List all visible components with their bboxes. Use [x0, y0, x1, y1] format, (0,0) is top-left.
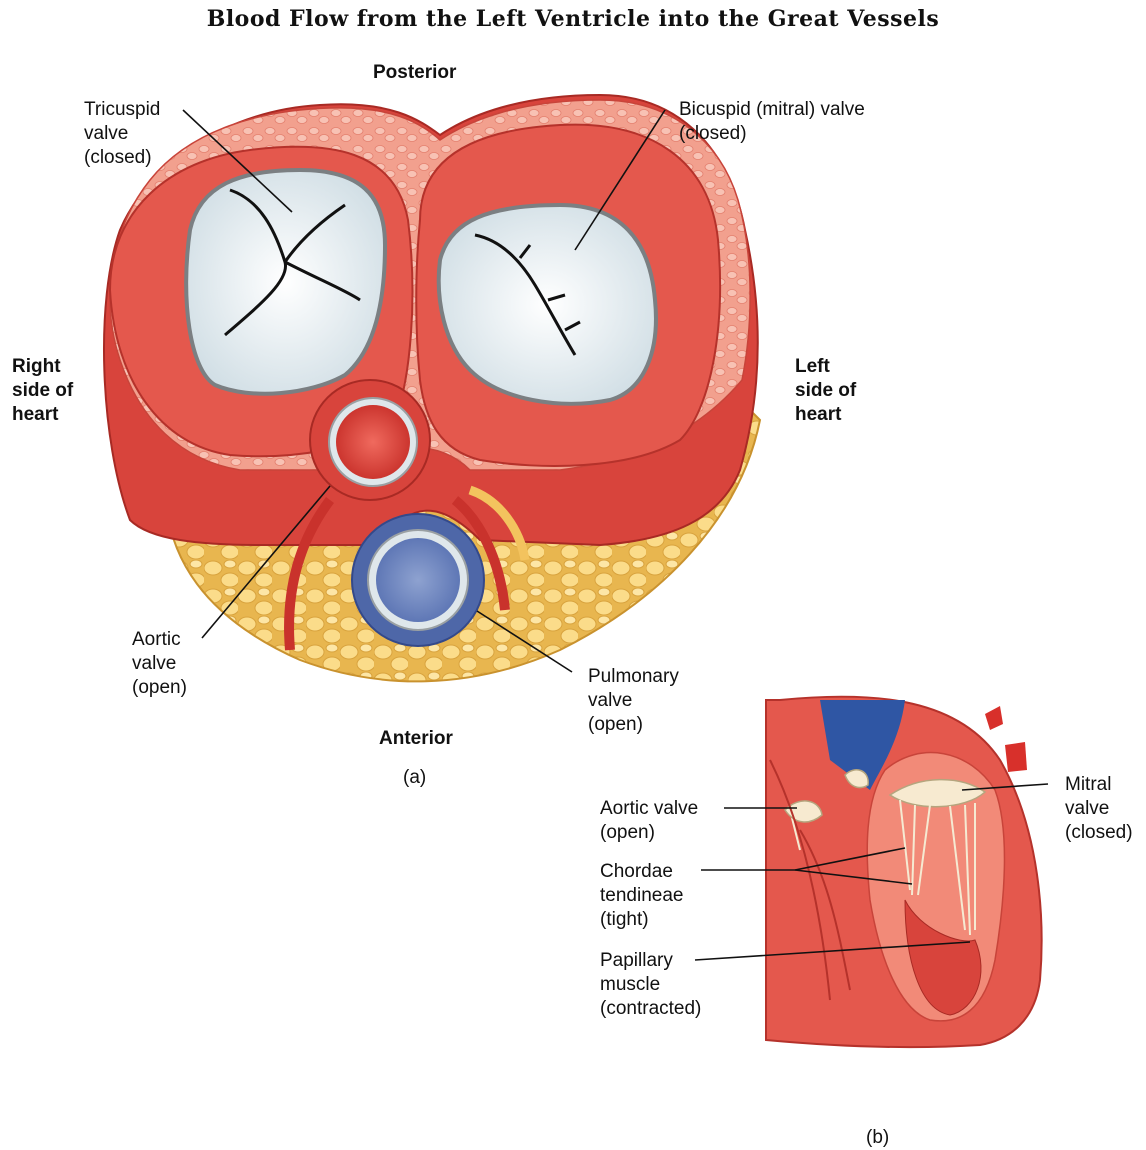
- aorta-stub-right: [1005, 742, 1027, 772]
- label-pulmonary-valve: Pulmonary valve (open): [588, 665, 679, 737]
- label-right-side: Right side of heart: [12, 355, 73, 427]
- label-posterior: Posterior: [373, 61, 456, 85]
- label-anterior: Anterior: [379, 727, 453, 751]
- caption-a: (a): [403, 766, 426, 790]
- label-left-side: Left side of heart: [795, 355, 856, 427]
- label-bicuspid-valve: Bicuspid (mitral) valve (closed): [679, 98, 865, 146]
- label-papillary-muscle: Papillary muscle (contracted): [600, 949, 701, 1021]
- aorta-stub-top: [985, 706, 1003, 730]
- label-mitral-valve-b: Mitral valve (closed): [1065, 773, 1133, 845]
- tricuspid-valve: [186, 170, 385, 394]
- aortic-lumen: [336, 405, 410, 479]
- pulmonary-lumen: [376, 538, 460, 622]
- label-aortic-valve: Aortic valve (open): [132, 628, 187, 700]
- label-aortic-valve-b: Aortic valve (open): [600, 797, 698, 845]
- panel-a-drawing: [104, 95, 760, 681]
- label-tricuspid-valve: Tricuspid valve (closed): [84, 98, 160, 170]
- caption-b: (b): [866, 1126, 889, 1150]
- label-chordae-tendineae: Chordae tendineae (tight): [600, 860, 683, 932]
